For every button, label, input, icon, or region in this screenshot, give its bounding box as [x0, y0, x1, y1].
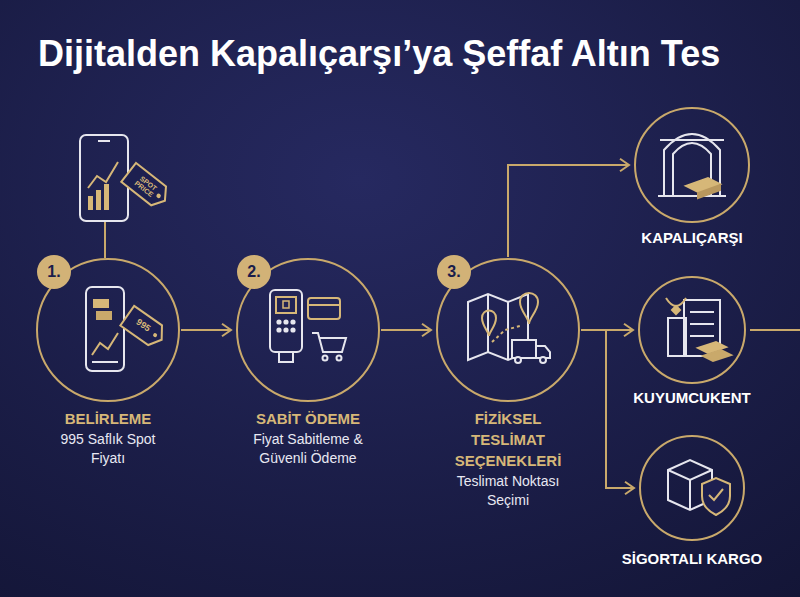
- step-circle: 3.FİZİKSEL TESLİMAT SEÇENEKLERİTeslimat …: [436, 258, 580, 402]
- flow-arrow: [381, 324, 431, 337]
- connector-line: [508, 165, 629, 257]
- title-text: Dijitalden Kapalıçarşı’ya Şeffaf Altın T…: [38, 32, 720, 76]
- step-badge: 1.: [37, 255, 71, 289]
- step-heading: SABİT ÖDEME: [228, 408, 388, 429]
- tag-text: 995: [128, 314, 158, 339]
- destination-label: KUYUMCUKENT: [633, 388, 751, 407]
- arrowhead: [625, 482, 634, 495]
- step-heading: FİZİKSEL TESLİMAT SEÇENEKLERİ: [452, 408, 564, 471]
- leader-line: [104, 222, 106, 258]
- connector-line: [581, 330, 634, 488]
- tag-label: SPOT PRICE: [130, 172, 161, 201]
- arrowhead: [222, 324, 231, 337]
- step-caption: SABİT ÖDEMEFiyat Sabitleme & Güvenli Öde…: [226, 408, 390, 468]
- step-caption: BELİRLEME995 Saflık Spot Fiyatı: [26, 408, 190, 468]
- step-heading: BELİRLEME: [28, 408, 188, 429]
- destination-caption: KUYUMCUKENT: [631, 388, 753, 407]
- step-description: Teslimat Noktası Seçimi: [449, 472, 567, 510]
- phone-chart-icon: [86, 287, 124, 371]
- destination-circle: SİGORTALI KARGO: [639, 435, 745, 541]
- insured-box-icon: [668, 460, 730, 515]
- step-description: 995 Saflık Spot Fiyatı: [58, 430, 158, 468]
- destination-caption: SİGORTALI KARGO: [620, 549, 765, 568]
- step-number: 3.: [437, 255, 471, 289]
- arrowhead: [624, 324, 633, 337]
- step-description: Fiyat Sabitleme & Güvenli Ödeme: [244, 430, 372, 468]
- destination-circle: KAPALIÇARŞI: [634, 107, 750, 223]
- step-number: 1.: [37, 255, 71, 289]
- flow-arrow: [181, 324, 231, 337]
- step-number: 2.: [237, 255, 271, 289]
- price-tag: [121, 163, 172, 210]
- destination-label: SİGORTALI KARGO: [622, 549, 763, 568]
- tag-text: SPOT PRICE: [130, 172, 161, 201]
- price-tag: [120, 306, 168, 350]
- step-badge: 2.: [237, 255, 271, 289]
- bazaar-arch-icon: [658, 134, 726, 198]
- diagram-title: Dijitalden Kapalıçarşı’ya Şeffaf Altın T…: [38, 32, 720, 76]
- payment-icon: [270, 290, 346, 362]
- tag-label: 995: [128, 314, 158, 339]
- arrowhead: [620, 159, 629, 172]
- step-caption: FİZİKSEL TESLİMAT SEÇENEKLERİTeslimat No…: [447, 408, 569, 510]
- phone-icon: [80, 135, 128, 221]
- destination-label: KAPALIÇARŞI: [641, 228, 742, 247]
- map-delivery-icon: [468, 293, 550, 363]
- jewelry-center-icon: [666, 298, 731, 361]
- step-badge: 3.: [437, 255, 471, 289]
- flow-arrow: [581, 330, 634, 494]
- step-circle: 1.BELİRLEME995 Saflık Spot Fiyatı: [36, 258, 180, 402]
- step-circle: 2.SABİT ÖDEMEFiyat Sabitleme & Güvenli Ö…: [236, 258, 380, 402]
- connector-line: [181, 329, 231, 331]
- connector-line: [381, 329, 431, 331]
- flow-arrow: [508, 159, 629, 257]
- continuation-line: [750, 329, 800, 331]
- destination-caption: KAPALIÇARŞI: [639, 228, 744, 247]
- destination-circle: KUYUMCUKENT: [638, 276, 746, 384]
- arrowhead: [422, 324, 431, 337]
